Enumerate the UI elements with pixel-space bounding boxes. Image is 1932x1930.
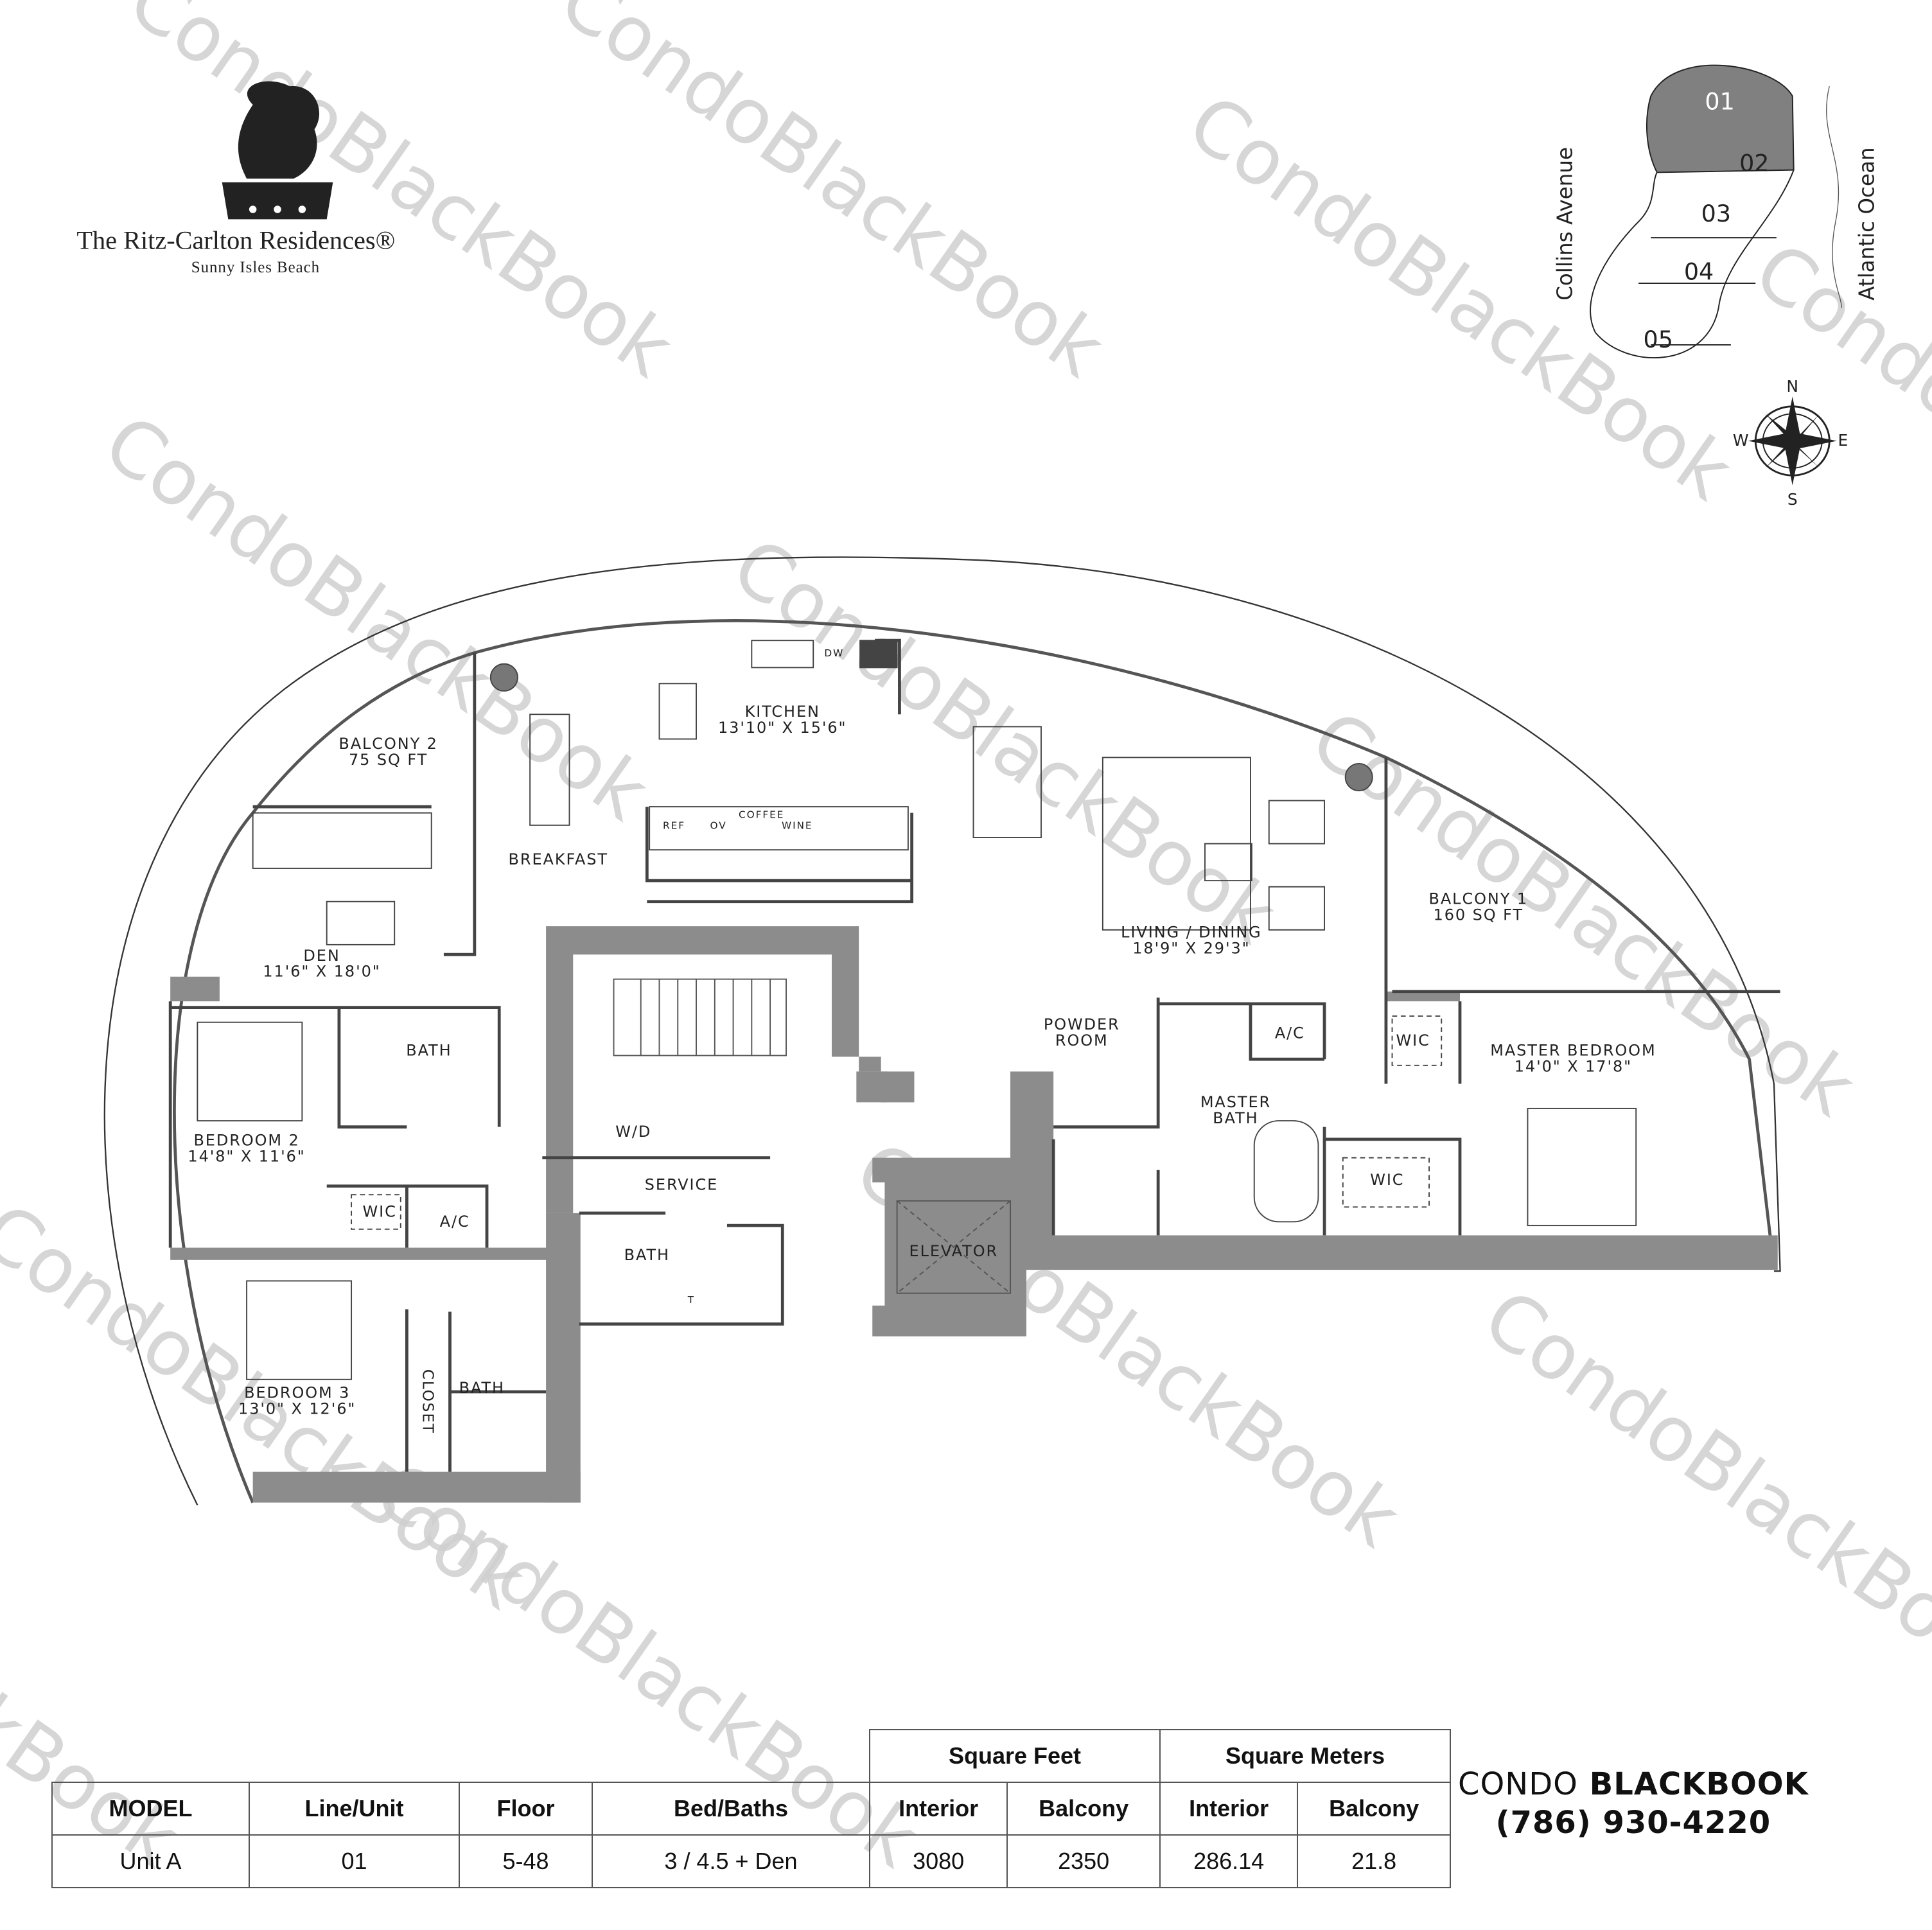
cell-model: Unit A xyxy=(51,1834,250,1888)
condo-blackbook-brand: CONDO BLACKBOOK (786) 930-4220 xyxy=(1458,1765,1809,1842)
elevator-shaft xyxy=(896,1200,1011,1294)
wine-label: WINE xyxy=(782,820,813,832)
room-name: WIC xyxy=(363,1203,397,1221)
furniture xyxy=(197,640,1637,1380)
ocean-wave-icon xyxy=(1826,86,1843,308)
glass-line xyxy=(173,619,1776,1504)
table-spacer xyxy=(52,1730,870,1783)
unit-floor-plan xyxy=(103,556,1781,1505)
interior-walls xyxy=(168,638,1780,1472)
compass-s: S xyxy=(1787,490,1798,509)
room-name: W/D xyxy=(615,1123,651,1141)
cell-line-unit: 01 xyxy=(249,1834,460,1888)
logo-subtitle: Sunny Isles Beach xyxy=(191,259,320,276)
col-header-floor: Floor xyxy=(459,1782,593,1836)
group-header-square-meters: Square Meters xyxy=(1159,1729,1451,1783)
oven-label: OV xyxy=(710,820,726,832)
staircase xyxy=(613,978,787,1057)
room-name: POWDER xyxy=(1044,1015,1120,1033)
compass-rose-icon: N S E W xyxy=(1733,377,1848,509)
room-size: 11'6" X 18'0" xyxy=(263,963,380,981)
room-size: 160 SQ FT xyxy=(1434,906,1524,924)
col-header-model: MODEL xyxy=(51,1782,250,1836)
closet-label: CLOSET xyxy=(419,1369,435,1434)
appliance-labels: REF OV COFFEE WINE DW T CLOSET xyxy=(419,647,844,1434)
col-header-sqft-balcony: Balcony xyxy=(1006,1782,1161,1836)
lion-crown-crest-icon xyxy=(222,81,333,220)
key-unit-01-highlight xyxy=(1646,65,1794,173)
room-size: 18'9" X 29'3" xyxy=(1132,939,1250,957)
col-header-sqm-interior: Interior xyxy=(1159,1782,1299,1836)
brand-phone: (786) 930-4220 xyxy=(1495,1805,1771,1841)
room-name: BALCONY 2 xyxy=(338,735,438,753)
collins-avenue-label: Collins Avenue xyxy=(1552,147,1577,301)
room-name: BATH xyxy=(406,1041,452,1059)
brand-name-light: CONDO xyxy=(1458,1766,1578,1802)
room-size: 13'10" X 15'6" xyxy=(718,719,847,737)
dishwasher-label: DW xyxy=(824,647,844,659)
room-size: 14'0" X 17'8" xyxy=(1515,1057,1632,1075)
cell-sqft-balcony: 2350 xyxy=(1006,1834,1161,1888)
unit-spec-table: Square Feet Square Meters MODEL Line/Uni… xyxy=(51,1729,1451,1888)
room-name: BATH xyxy=(459,1379,505,1397)
logo-title: The Ritz-Carlton Residences® xyxy=(76,225,395,254)
key-unit-03: 03 xyxy=(1701,200,1731,227)
room-name: WIC xyxy=(1370,1171,1404,1189)
cell-floor: 5-48 xyxy=(459,1834,593,1888)
cell-sqm-interior: 286.14 xyxy=(1159,1834,1299,1888)
key-plan: 01 02 03 04 05 Collins Avenue Atlantic O… xyxy=(1552,64,1879,358)
key-unit-05: 05 xyxy=(1644,326,1673,353)
key-unit-02: 02 xyxy=(1739,150,1769,177)
room-size: 13'0" X 12'6" xyxy=(238,1399,356,1417)
room-name: SERVICE xyxy=(645,1175,718,1193)
col-header-bed-baths: Bed/Baths xyxy=(592,1782,870,1836)
group-header-square-feet: Square Feet xyxy=(869,1729,1161,1783)
key-unit-01: 01 xyxy=(1705,88,1734,116)
ref-label: REF xyxy=(663,820,685,832)
room-name: ELEVATOR xyxy=(909,1242,999,1260)
col-header-sqm-balcony: Balcony xyxy=(1297,1782,1451,1836)
brand-name-bold: BLACKBOOK xyxy=(1589,1766,1809,1802)
structural-walls xyxy=(170,926,1778,1503)
room-size: ROOM xyxy=(1055,1031,1109,1049)
cell-sqft-interior: 3080 xyxy=(868,1834,1008,1888)
room-name: MASTER xyxy=(1200,1093,1271,1111)
cell-bed-baths: 3 / 4.5 + Den xyxy=(592,1834,870,1888)
room-size: 75 SQ FT xyxy=(349,751,428,769)
watermark: CondoBlackBook xyxy=(88,398,663,838)
col-header-line-unit: Line/Unit xyxy=(249,1782,460,1836)
room-name: BREAKFAST xyxy=(509,850,608,868)
room-name: BALCONY 1 xyxy=(1429,890,1529,908)
room-name: LIVING / DINING xyxy=(1121,923,1262,941)
balcony-outer-edge xyxy=(103,556,1781,1505)
table-row: Unit A 01 5-48 3 / 4.5 + Den 3080 2350 2… xyxy=(51,1834,1451,1888)
room-name: A/C xyxy=(440,1213,470,1231)
cell-sqm-balcony: 21.8 xyxy=(1297,1834,1451,1888)
ritz-carlton-logo: The Ritz-Carlton Residences® Sunny Isles… xyxy=(76,81,395,276)
room-name: MASTER BEDROOM xyxy=(1490,1041,1656,1059)
key-unit-04: 04 xyxy=(1684,258,1714,285)
room-size: 14'8" X 11'6" xyxy=(188,1147,305,1165)
compass-w: W xyxy=(1733,431,1749,450)
compass-n: N xyxy=(1786,377,1798,396)
room-name: BEDROOM 2 xyxy=(193,1131,299,1149)
room-name: KITCHEN xyxy=(745,703,820,721)
compass-e: E xyxy=(1838,431,1849,450)
coffee-label: COFFEE xyxy=(739,809,784,820)
watermark: CondoBlackBook xyxy=(1468,1273,1932,1713)
room-name: BEDROOM 3 xyxy=(244,1384,350,1402)
room-name: DEN xyxy=(303,947,340,965)
atlantic-ocean-label: Atlantic Ocean xyxy=(1854,147,1879,301)
room-name: BATH xyxy=(624,1246,670,1264)
watermark: CondoBlackBook xyxy=(1739,226,1932,666)
room-name: A/C xyxy=(1275,1024,1305,1042)
room-size: BATH xyxy=(1213,1109,1258,1127)
col-header-sqft-interior: Interior xyxy=(868,1782,1008,1836)
watermark: CondoBlackBook xyxy=(716,522,1292,961)
room-name: WIC xyxy=(1396,1031,1430,1049)
water-heater-label: T xyxy=(687,1294,695,1306)
